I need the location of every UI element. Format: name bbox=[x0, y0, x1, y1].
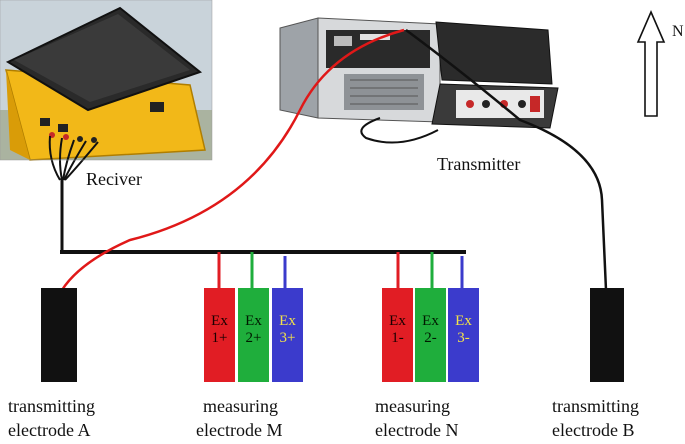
electrode-label-line2: 2+ bbox=[246, 330, 262, 346]
electrode-label-line2: 1- bbox=[391, 330, 404, 346]
measuring-electrode-m-label-line1: measuring bbox=[203, 396, 278, 416]
transmitting-electrode-a-label-line2: electrode A bbox=[8, 420, 90, 440]
north-label: N bbox=[672, 23, 684, 40]
electrode-label-line2: 3+ bbox=[280, 330, 296, 346]
electrode-label-line1: Ex bbox=[279, 313, 296, 329]
electrode-ex2-plus: Ex 2+ bbox=[238, 288, 269, 382]
north-arrow bbox=[636, 9, 666, 117]
measuring-electrode-group-n: Ex 1- Ex 2- Ex 3- bbox=[382, 288, 479, 382]
transmitter-label: Transmitter bbox=[437, 154, 520, 174]
measuring-electrode-n-label-line1: measuring bbox=[375, 396, 450, 416]
measuring-electrode-m-label-line2: electrode M bbox=[196, 420, 282, 440]
electrode-ex3-minus: Ex 3- bbox=[448, 288, 479, 382]
transmitter-photo bbox=[279, 17, 559, 144]
cables bbox=[60, 28, 608, 291]
transmitting-electrode-b-label-line1: transmitting bbox=[552, 396, 639, 416]
electrode-label-line1: Ex bbox=[455, 313, 472, 329]
electrode-label-line1: Ex bbox=[211, 313, 228, 329]
electrode-label-line1: Ex bbox=[422, 313, 439, 329]
transmitting-electrode-b-label-line2: electrode B bbox=[552, 420, 634, 440]
electrode-label-line1: Ex bbox=[389, 313, 406, 329]
measuring-electrode-group-m: Ex 1+ Ex 2+ Ex 3+ bbox=[204, 288, 303, 382]
electrode-ex3-plus: Ex 3+ bbox=[272, 288, 303, 382]
measuring-electrode-n-label-line2: electrode N bbox=[375, 420, 458, 440]
electrode-label-line2: 1+ bbox=[212, 330, 228, 346]
receiver-photo bbox=[0, 0, 213, 181]
receiver-label: Reciver bbox=[86, 169, 142, 189]
electrode-ex1-plus: Ex 1+ bbox=[204, 288, 235, 382]
electrode-label-line1: Ex bbox=[245, 313, 262, 329]
electrode-label-line2: 2- bbox=[424, 330, 437, 346]
electrode-ex2-minus: Ex 2- bbox=[415, 288, 446, 382]
electrode-ex1-minus: Ex 1- bbox=[382, 288, 413, 382]
transmitting-electrode-a bbox=[41, 288, 77, 382]
transmitting-electrode-a-label-line1: transmitting bbox=[8, 396, 95, 416]
transmitting-electrode-b bbox=[590, 288, 624, 382]
electrode-label-line2: 3- bbox=[457, 330, 470, 346]
